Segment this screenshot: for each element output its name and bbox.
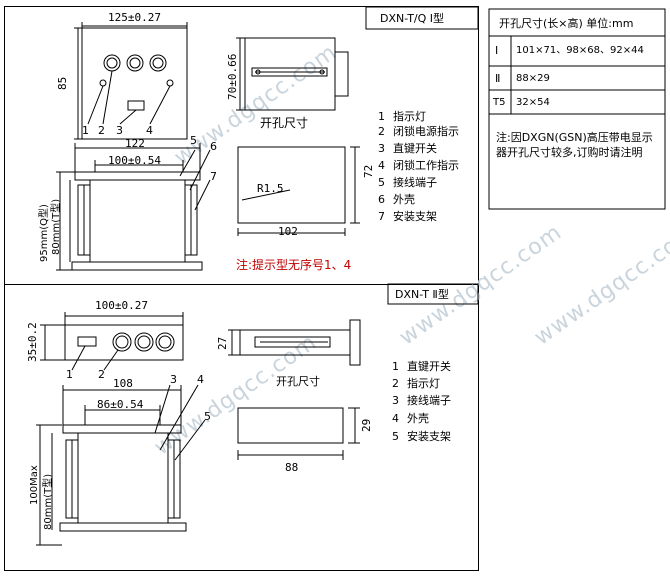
callout: 1	[66, 368, 73, 381]
cutout-width: 102	[278, 225, 298, 238]
dim-side-height: 70±0.66	[226, 53, 239, 100]
table-row-value: 32×54	[516, 97, 550, 108]
callout: 7	[210, 170, 217, 183]
table-header: 开孔尺寸(长×高) 单位:mm	[499, 17, 634, 30]
callout: 2	[98, 368, 105, 381]
table-row-type: T5	[493, 97, 506, 108]
panel-divider	[4, 284, 479, 285]
cutout-height: 72	[362, 164, 375, 178]
dim-height-max: 100Max	[29, 465, 40, 505]
dim-mid-width: 100±0.54	[108, 154, 161, 167]
callout: 4	[146, 124, 153, 137]
dim-left-height: 35±0.2	[26, 322, 39, 362]
cutout-width: 88	[285, 461, 299, 474]
dim-top-width: 125±0.27	[108, 11, 161, 24]
dim-mid-width: 86±0.54	[97, 398, 144, 411]
dim-bottom-width: 108	[113, 377, 133, 390]
panel1-title: DXN-T/Q Ⅰ型	[380, 12, 445, 25]
dim-height-t: 80mm(T型)	[51, 198, 62, 255]
cutout-radius: R1.5	[257, 182, 284, 195]
table-row-type: Ⅱ	[495, 72, 501, 85]
callout: 4	[197, 373, 204, 386]
cutout-label: 开孔尺寸	[276, 375, 320, 388]
panel2-title: DXN-T Ⅱ型	[395, 288, 449, 301]
table-row-type: Ⅰ	[495, 44, 499, 57]
panel1-note: 注:提示型无序号1、4	[236, 258, 352, 272]
table-row-value: 101×71、98×68、92×44	[516, 45, 644, 56]
table-note: 注:因DXGN(GSN)高压带电显示器开孔尺寸较多,订购时请注明	[496, 131, 653, 159]
callout: 2	[98, 124, 105, 137]
cutout-label: 开孔尺寸	[260, 116, 309, 130]
callout: 6	[210, 140, 217, 153]
table-row-value: 88×29	[516, 73, 550, 84]
dim-left-height: 85	[56, 76, 69, 90]
callout: 3	[170, 373, 177, 386]
dim-height-80: 80mm(T型)	[43, 473, 54, 530]
callout: 1	[82, 124, 89, 137]
dim-top-width: 100±0.27	[95, 299, 148, 312]
callout: 5	[190, 134, 197, 147]
dim-bottom-width: 122	[125, 137, 145, 150]
callout: 3	[116, 124, 123, 137]
dim-side-height: 27	[216, 336, 229, 350]
callout: 5	[204, 410, 211, 423]
cutout-height: 29	[360, 418, 373, 432]
